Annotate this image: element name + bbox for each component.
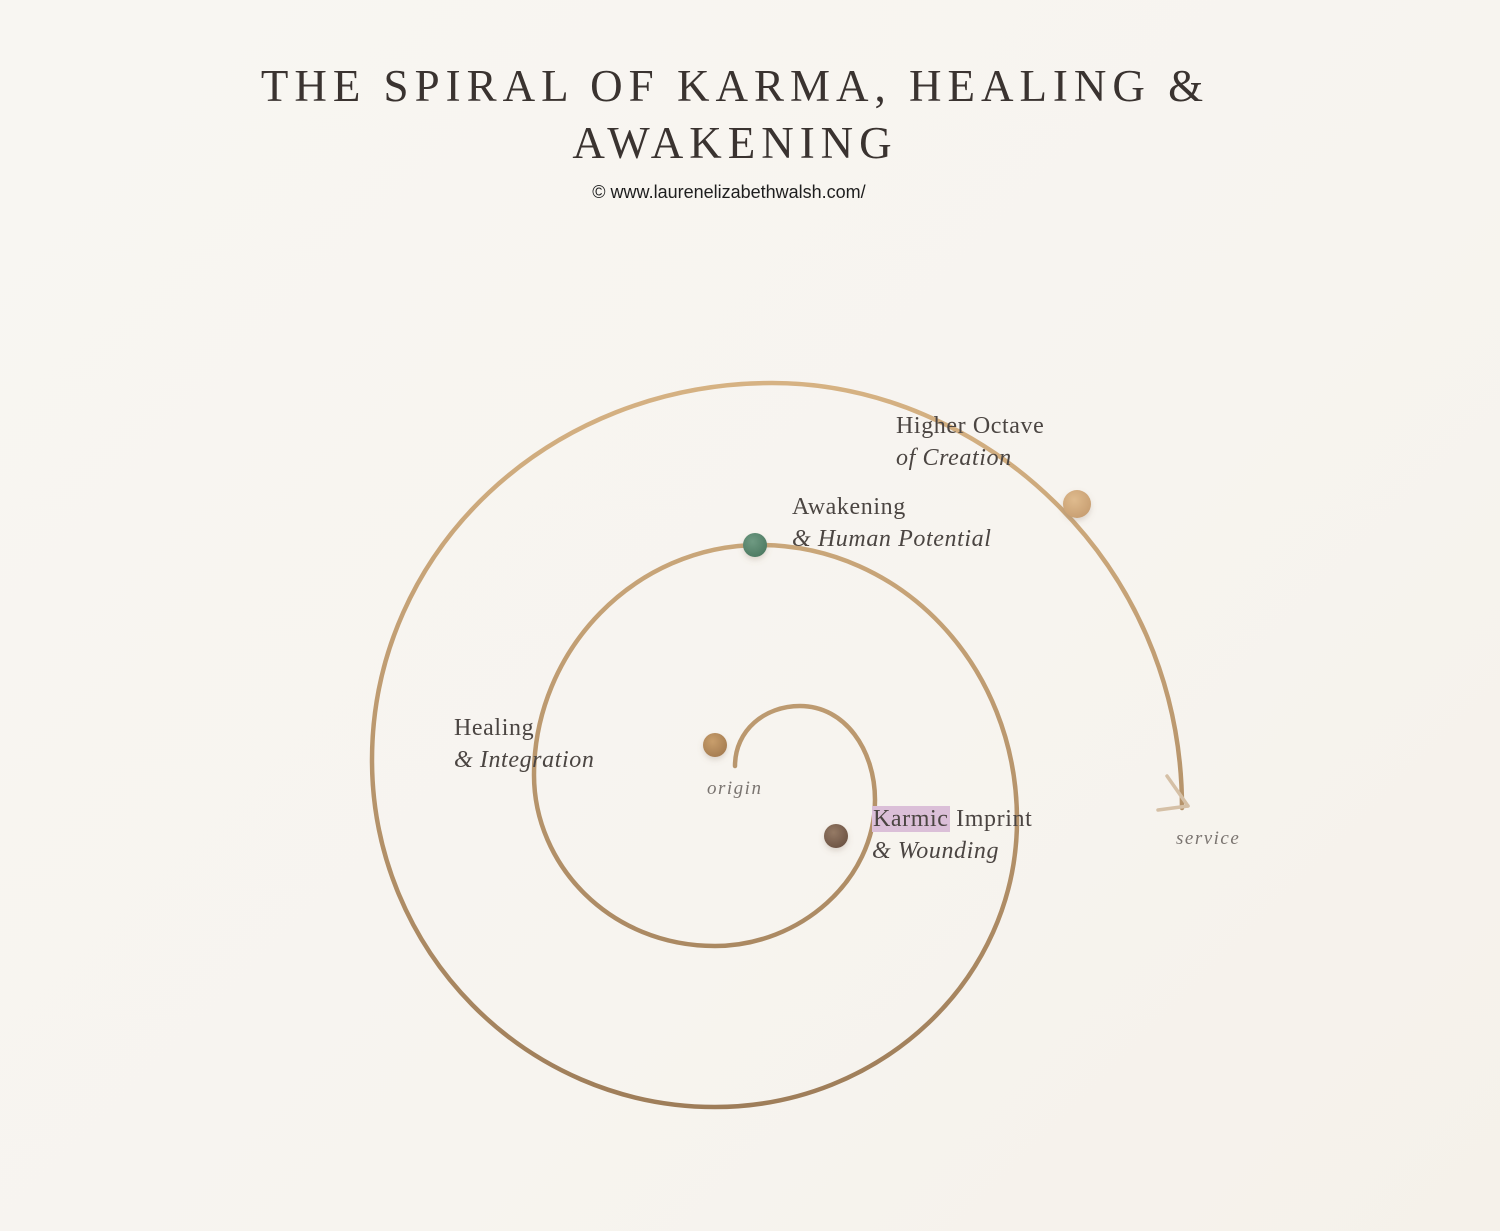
spiral-path	[369, 380, 1185, 1110]
credit-link[interactable]: © www.laurenelizabethwalsh.com/	[592, 182, 866, 202]
label-karmic-highlight: Karmic	[872, 806, 950, 832]
label-origin: origin	[707, 778, 763, 799]
label-karmic: Karmic Imprint & Wounding	[872, 803, 1032, 867]
origin-dot-icon[interactable]	[703, 733, 727, 757]
label-awakening: Awakening & Human Potential	[792, 491, 992, 555]
higher-octave-dot-icon[interactable]	[1063, 490, 1091, 518]
label-karmic-sub: & Wounding	[872, 838, 1000, 864]
label-healing-sub: & Integration	[454, 747, 595, 773]
page-title: THE SPIRAL OF KARMA, HEALING & AWAKENING	[0, 58, 1470, 172]
karmic-dot-icon[interactable]	[824, 824, 848, 848]
title-line-1: THE SPIRAL OF KARMA, HEALING &	[260, 61, 1210, 111]
label-awakening-main: Awakening	[792, 494, 906, 520]
label-higher-octave: Higher Octave of Creation	[896, 410, 1044, 474]
label-healing-main: Healing	[454, 715, 535, 741]
label-healing: Healing & Integration	[454, 712, 594, 776]
title-line-2: AWAKENING	[572, 118, 898, 168]
label-karmic-main: Imprint	[949, 806, 1033, 832]
arrow-head-icon	[1156, 774, 1190, 812]
awakening-dot-icon[interactable]	[743, 533, 767, 557]
label-awakening-sub: & Human Potential	[792, 526, 992, 552]
label-service: service	[1176, 828, 1241, 849]
label-higher-octave-main: Higher Octave	[896, 413, 1045, 439]
label-higher-octave-sub: of Creation	[896, 445, 1012, 471]
